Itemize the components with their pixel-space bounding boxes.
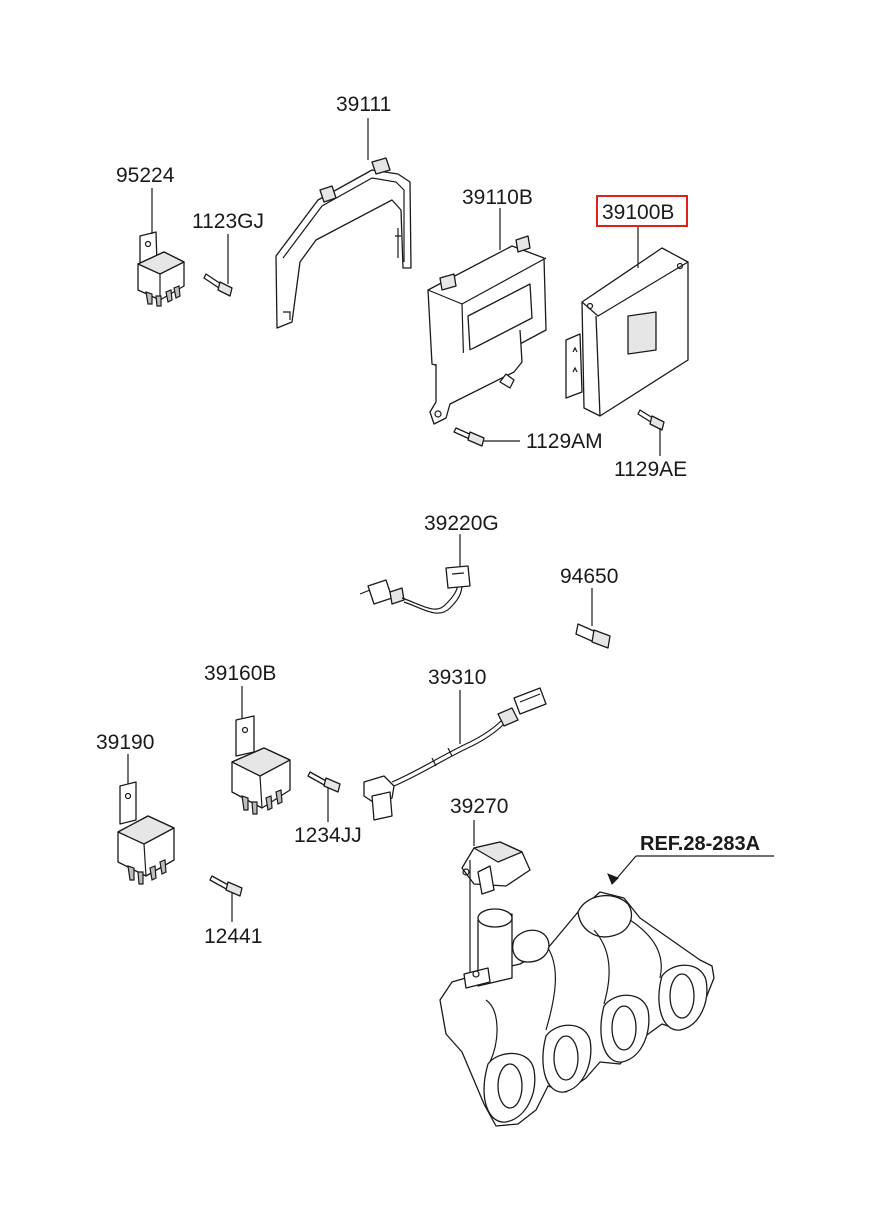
label-39160B[interactable]: 39160B: [204, 662, 276, 685]
part-12441-bolt[interactable]: [209, 875, 243, 897]
intake-manifold[interactable]: [439, 891, 715, 1127]
label-ref-28-283A[interactable]: REF.28-283A: [640, 833, 760, 855]
part-39310-sensor[interactable]: [363, 687, 547, 821]
label-39220G[interactable]: 39220G: [424, 512, 499, 535]
label-39270[interactable]: 39270: [450, 795, 508, 818]
label-95224[interactable]: 95224: [116, 164, 175, 187]
label-12441[interactable]: 12441: [204, 925, 262, 948]
label-39100B[interactable]: 39100B: [602, 201, 674, 224]
label-1129AM[interactable]: 1129AM: [526, 430, 603, 453]
part-1129AE-bolt[interactable]: [637, 409, 665, 431]
part-95224-relay[interactable]: [137, 231, 185, 307]
part-1234JJ-bolt[interactable]: [307, 771, 341, 793]
leader-ref-arrowhead: [607, 873, 619, 885]
part-39160B-relay[interactable]: [231, 715, 291, 815]
part-39110B-cover[interactable]: [427, 235, 547, 425]
label-39190[interactable]: 39190: [96, 731, 154, 754]
part-39100B-ecu[interactable]: [565, 247, 689, 417]
part-1129AM-bolt[interactable]: [453, 427, 485, 447]
part-1123GJ-bolt[interactable]: [203, 273, 233, 297]
part-39190-relay[interactable]: [117, 781, 175, 885]
label-39310[interactable]: 39310: [428, 666, 486, 689]
label-94650[interactable]: 94650: [560, 565, 618, 588]
highlight-39100B: [596, 195, 688, 227]
label-39111[interactable]: 39111: [336, 93, 391, 116]
part-39111-bracket[interactable]: [275, 157, 412, 329]
part-94650-sensor[interactable]: [575, 623, 611, 649]
label-1234JJ[interactable]: 1234JJ: [294, 824, 362, 847]
part-39270-sensor[interactable]: [461, 841, 531, 895]
label-1129AE[interactable]: 1129AE: [614, 458, 687, 481]
part-39220G-sensor[interactable]: [359, 565, 471, 614]
label-39110B[interactable]: 39110B: [462, 186, 533, 209]
label-1123GJ[interactable]: 1123GJ: [192, 210, 264, 233]
